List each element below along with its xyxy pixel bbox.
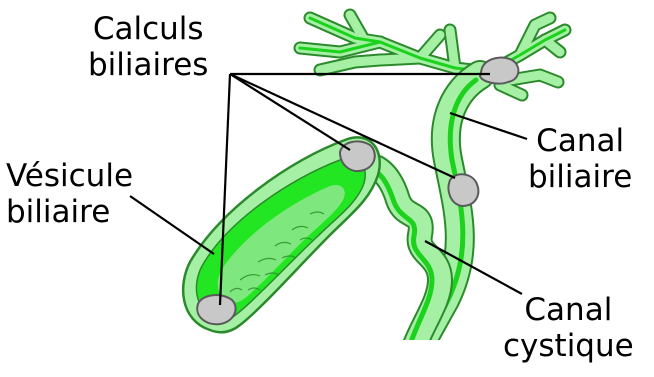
label-gallbladder-line1: Vésicule bbox=[6, 158, 133, 194]
label-bile-duct-line1: Canal bbox=[528, 123, 632, 159]
label-gallstones: Calculs biliaires bbox=[88, 11, 208, 83]
label-gallstones-line1: Calculs bbox=[88, 11, 208, 47]
leader-vesicule bbox=[130, 196, 214, 254]
label-bile-duct-line2: biliaire bbox=[528, 159, 632, 195]
label-cystic-duct-line1: Canal bbox=[503, 292, 634, 328]
leader-calculs-2 bbox=[230, 74, 350, 150]
gallstone-bladder-base bbox=[197, 295, 235, 324]
label-gallstones-line2: biliaires bbox=[88, 47, 208, 83]
label-gallbladder: Vésicule biliaire bbox=[6, 158, 133, 230]
gallstone-bile-duct bbox=[449, 174, 479, 206]
label-gallbladder-line2: biliaire bbox=[6, 194, 133, 230]
hepatic-duct-branches bbox=[300, 15, 565, 95]
label-cystic-duct: Canal cystique bbox=[503, 292, 634, 364]
gallstone-hepatic bbox=[480, 58, 518, 84]
label-bile-duct: Canal biliaire bbox=[528, 123, 632, 195]
label-cystic-duct-line2: cystique bbox=[503, 328, 634, 364]
